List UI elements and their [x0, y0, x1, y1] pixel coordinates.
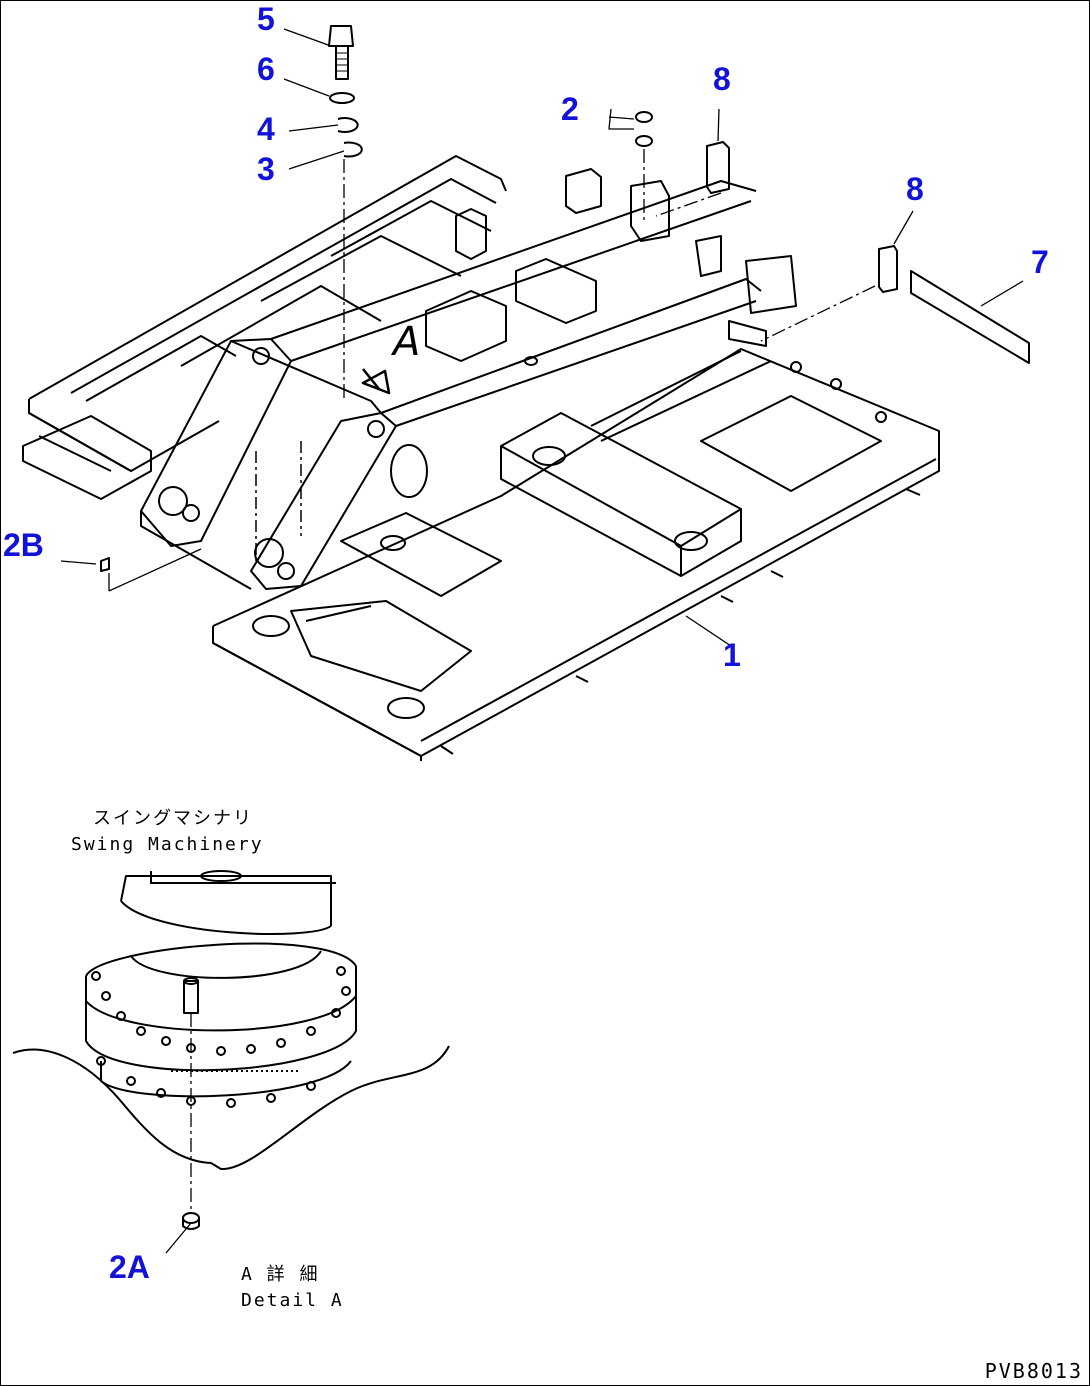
leader-lines	[60, 28, 1024, 1254]
callout-2: 2	[561, 91, 579, 127]
callout-2b: 2B	[3, 527, 44, 563]
part-2-top	[635, 111, 653, 123]
swing-machinery-detail	[12, 870, 450, 1230]
callout-6: 6	[257, 51, 275, 87]
drawing-reference-code: PVB8013	[984, 1359, 1083, 1383]
part-8-block	[706, 141, 730, 194]
part-bolt	[328, 25, 354, 80]
part-shim-4	[337, 117, 359, 133]
callout-4: 4	[257, 111, 275, 147]
part-2-lower	[635, 135, 653, 147]
detail-label-en: Detail A	[241, 1290, 344, 1311]
part-2b	[100, 557, 110, 572]
callout-2a: 2A	[109, 1249, 150, 1285]
view-mark-a: A	[393, 319, 421, 365]
part-8-small	[878, 245, 898, 293]
callout-3: 3	[257, 151, 275, 187]
part-shim-3	[343, 141, 363, 158]
view-arrow	[361, 368, 391, 395]
callout-7: 7	[1031, 244, 1049, 280]
callout-8-right: 8	[906, 171, 924, 207]
swing-machinery-label-jp: スイングマシナリ	[93, 808, 253, 829]
revolving-frame	[22, 155, 940, 761]
detail-label-jp: A 詳 細	[241, 1264, 320, 1285]
callout-8-upper: 8	[713, 61, 731, 97]
part-washer	[329, 92, 355, 104]
callout-5: 5	[257, 1, 275, 37]
swing-machinery-label-en: Swing Machinery	[71, 834, 264, 855]
callout-1: 1	[723, 637, 741, 673]
part-7-plate	[910, 270, 1030, 364]
